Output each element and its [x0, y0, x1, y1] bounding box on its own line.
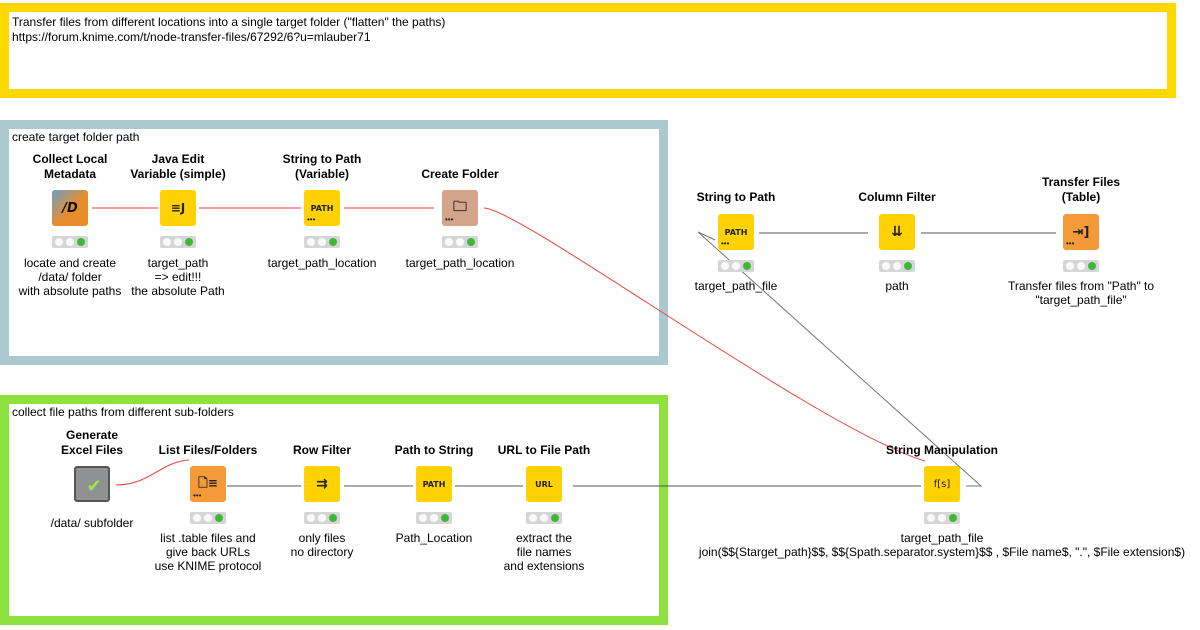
annotation-title[interactable]: Transfer files from different locations …	[0, 3, 1176, 98]
node-label: Transfer files from "Path" to "target_pa…	[1007, 279, 1155, 307]
string-manipulation-icon: f[s]	[924, 466, 960, 502]
column-filter-icon: ⇊	[879, 214, 915, 250]
metadata-icon: /D	[52, 190, 88, 226]
status-indicator	[1063, 260, 1099, 272]
folder-add-icon: 🗀 •••	[442, 190, 478, 226]
status-indicator	[416, 512, 452, 524]
path-to-string-icon: PATH	[416, 466, 452, 502]
node-label: extract the file names and extensions	[503, 531, 585, 573]
node-title: Path to String	[394, 443, 474, 457]
node-column-filter[interactable]: Column Filter ⇊ path	[787, 190, 1007, 300]
node-title: Collect Local Metadata	[32, 152, 108, 181]
node-title: Create Folder	[421, 167, 499, 181]
node-title: List Files/Folders	[158, 443, 258, 457]
node-label: target_path_file join($${Starget_path}$$…	[698, 531, 1186, 559]
node-title: String Manipulation	[886, 443, 998, 457]
node-title: Generate Excel Files	[60, 428, 124, 457]
string-to-path-icon: PATH •••	[718, 214, 754, 250]
variable-connection	[483, 207, 926, 462]
status-indicator	[924, 512, 960, 524]
node-title: Column Filter	[858, 190, 936, 204]
node-transfer-files[interactable]: Transfer Files (Table) ⇥] ••• Transfer f…	[971, 175, 1191, 315]
node-title: Transfer Files (Table)	[1041, 175, 1121, 204]
checkmark-icon: ✔	[74, 466, 110, 502]
node-title: Java Edit Variable (simple)	[130, 152, 226, 181]
status-indicator	[304, 512, 340, 524]
annotation-collect-paths[interactable]: collect file paths from different sub-fo…	[0, 395, 668, 625]
node-label: only files no directory	[290, 531, 354, 559]
variable-connection	[115, 459, 190, 486]
node-label: locate and create /data/ folder with abs…	[18, 256, 122, 298]
node-url-to-file-path[interactable]: URL to File Path URL extract the file na…	[434, 443, 654, 583]
node-title: String to Path (Variable)	[282, 152, 362, 181]
node-label: Path_Location	[395, 531, 473, 545]
data-connection	[697, 231, 983, 487]
node-label: /data/ subfolder	[50, 516, 134, 530]
annotation-collect-paths-text: collect file paths from different sub-fo…	[12, 405, 234, 419]
status-indicator	[304, 236, 340, 248]
node-label: path	[885, 279, 909, 293]
node-java-edit-variable[interactable]: Java Edit Variable (simple) ≡J target_pa…	[68, 152, 288, 302]
annotation-create-target[interactable]: create target folder path	[0, 120, 668, 365]
node-generate-excel-files[interactable]: Generate Excel Files ✔ /data/ subfolder	[0, 428, 202, 538]
status-indicator	[442, 236, 478, 248]
annotation-title-text: Transfer files from different locations …	[12, 15, 446, 44]
transfer-icon: ⇥] •••	[1063, 214, 1099, 250]
string-to-path-icon: PATH •••	[304, 190, 340, 226]
java-icon: ≡J	[160, 190, 196, 226]
node-label: target_path_location	[405, 256, 515, 270]
url-icon: URL	[526, 466, 562, 502]
node-label: target_path_location	[267, 256, 377, 270]
node-string-to-path-variable[interactable]: String to Path (Variable) PATH ••• targe…	[212, 152, 432, 282]
node-string-to-path[interactable]: String to Path PATH ••• target_path_file	[626, 190, 846, 300]
node-title: Row Filter	[292, 443, 351, 457]
annotation-create-target-text: create target folder path	[12, 130, 140, 144]
node-string-manipulation[interactable]: String Manipulation f[s] target_path_fil…	[684, 443, 1200, 573]
node-label: target_path => edit!!! the absolute Path	[131, 256, 225, 298]
status-indicator	[879, 260, 915, 272]
node-path-to-string[interactable]: Path to String PATH Path_Location	[324, 443, 544, 553]
status-indicator	[160, 236, 196, 248]
list-files-icon: 🗋≡ •••	[190, 466, 226, 502]
node-title: URL to File Path	[497, 443, 591, 457]
node-title: String to Path	[696, 190, 776, 204]
node-label: list .table files and give back URLs use…	[154, 531, 262, 573]
status-indicator	[526, 512, 562, 524]
node-row-filter[interactable]: Row Filter ⇉ only files no directory	[212, 443, 432, 563]
node-collect-local-metadata[interactable]: Collect Local Metadata /D locate and cre…	[0, 152, 180, 302]
status-indicator	[718, 260, 754, 272]
node-create-folder[interactable]: Create Folder 🗀 ••• target_path_location	[350, 167, 570, 282]
row-filter-icon: ⇉	[304, 466, 340, 502]
status-indicator	[190, 512, 226, 524]
node-list-files-folders[interactable]: List Files/Folders 🗋≡ ••• list .table fi…	[98, 443, 318, 583]
node-label: target_path_file	[694, 279, 778, 293]
status-indicator	[52, 236, 88, 248]
